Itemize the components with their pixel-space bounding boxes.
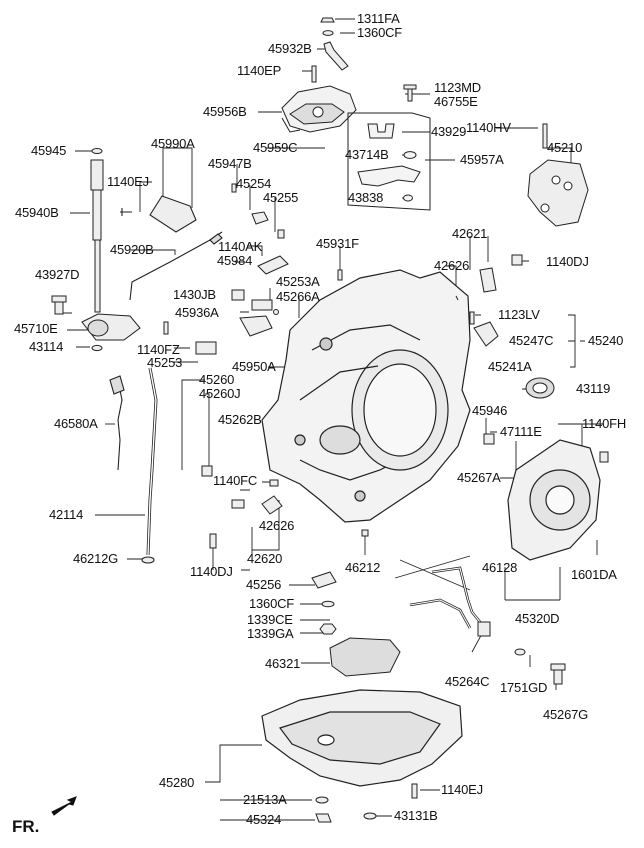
part-label-46321: 46321: [265, 656, 301, 671]
part-label-45931F: 45931F: [316, 236, 359, 251]
part-label-45267G: 45267G: [543, 707, 589, 722]
part-label-45946: 45946: [472, 403, 508, 418]
part-label-46128: 46128: [482, 560, 518, 575]
part-label-45241A: 45241A: [488, 359, 532, 374]
part-label-45984: 45984: [217, 253, 253, 268]
part-label-42620: 42620: [247, 551, 283, 566]
part-label-45959C: 45959C: [253, 140, 298, 155]
part-label-45990A: 45990A: [151, 136, 195, 151]
part-label-45267A: 45267A: [457, 470, 501, 485]
part-label-45262B: 45262B: [218, 412, 262, 427]
part-label-45324: 45324: [246, 812, 282, 827]
part-label-43119: 43119: [576, 381, 611, 396]
part-label-47111E: 47111E: [500, 424, 542, 439]
part-label-45256: 45256: [246, 577, 282, 592]
part-label-43714B: 43714B: [345, 147, 389, 162]
part-label-45950A: 45950A: [232, 359, 276, 374]
part-label-45247C: 45247C: [509, 333, 554, 348]
part-label-42626: 42626: [434, 258, 470, 273]
part-label-1140FZ: 1140FZ: [137, 342, 180, 357]
part-label-45210: 45210: [547, 140, 583, 155]
part-label-45710E: 45710E: [14, 321, 58, 336]
front-direction-marker: FR.: [12, 817, 40, 836]
part-label-45936A: 45936A: [175, 305, 219, 320]
part-label-45945: 45945: [31, 143, 67, 158]
part-label-42621: 42621: [452, 226, 488, 241]
part-label-1140HV: 1140HV: [466, 120, 511, 135]
part-label-1601DA: 1601DA: [571, 567, 617, 582]
part-label-45253: 45253: [147, 355, 183, 370]
part-label-45947B: 45947B: [208, 156, 252, 171]
part-label-43114: 43114: [29, 339, 64, 354]
part-label-1140FH: 1140FH: [582, 416, 627, 431]
part-label-42114: 42114: [49, 507, 84, 522]
part-label-46212: 46212: [345, 560, 381, 575]
part-label-45320D: 45320D: [515, 611, 560, 626]
part-label-45932B: 45932B: [268, 41, 312, 56]
part-label-1360CF: 1360CF: [357, 25, 403, 40]
part-label-42626-lower: 42626: [259, 518, 295, 533]
part-label-1123LV: 1123LV: [498, 307, 540, 322]
part-label-45264C: 45264C: [445, 674, 490, 689]
part-label-1140DJ: 1140DJ: [546, 254, 589, 269]
part-label-1311FA: 1311FA: [357, 11, 400, 26]
part-label-45255: 45255: [263, 190, 299, 205]
part-label-1140FC: 1140FC: [213, 473, 258, 488]
part-label-1339GA: 1339GA: [247, 626, 294, 641]
part-label-45957A: 45957A: [460, 152, 504, 167]
part-label-46755E: 46755E: [434, 94, 478, 109]
part-label-1140EP: 1140EP: [237, 63, 282, 78]
part-label-1140EJ: 1140EJ: [107, 174, 149, 189]
part-label-21513A: 21513A: [243, 792, 287, 807]
part-label-1140AK: 1140AK: [218, 239, 263, 254]
part-label-45240: 45240: [588, 333, 624, 348]
part-label-1123MD: 1123MD: [434, 80, 481, 95]
part-label-45253A: 45253A: [276, 274, 320, 289]
part-label-45956B: 45956B: [203, 104, 247, 119]
part-label-1360CF-lower: 1360CF: [249, 596, 295, 611]
part-label-1751GD: 1751GD: [500, 680, 548, 695]
part-label-46212G: 46212G: [73, 551, 119, 566]
part-label-1140DJ-lower: 1140DJ: [190, 564, 233, 579]
part-label-45280: 45280: [159, 775, 195, 790]
part-label-45940B: 45940B: [15, 205, 59, 220]
part-label-43929: 43929: [431, 124, 467, 139]
part-label-43838: 43838: [348, 190, 384, 205]
part-label-45920B: 45920B: [110, 242, 154, 257]
part-label-46580A: 46580A: [54, 416, 98, 431]
part-label-45254: 45254: [236, 176, 272, 191]
part-label-45266A: 45266A: [276, 289, 320, 304]
part-label-45260: 45260: [199, 372, 235, 387]
part-label-43927D: 43927D: [35, 267, 80, 282]
part-label-43131B: 43131B: [394, 808, 438, 823]
part-label-45260J: 45260J: [199, 386, 241, 401]
part-label-1140EJ-lower: 1140EJ: [441, 782, 483, 797]
part-label-1339CE: 1339CE: [247, 612, 293, 627]
part-label-1430JB: 1430JB: [173, 287, 216, 302]
